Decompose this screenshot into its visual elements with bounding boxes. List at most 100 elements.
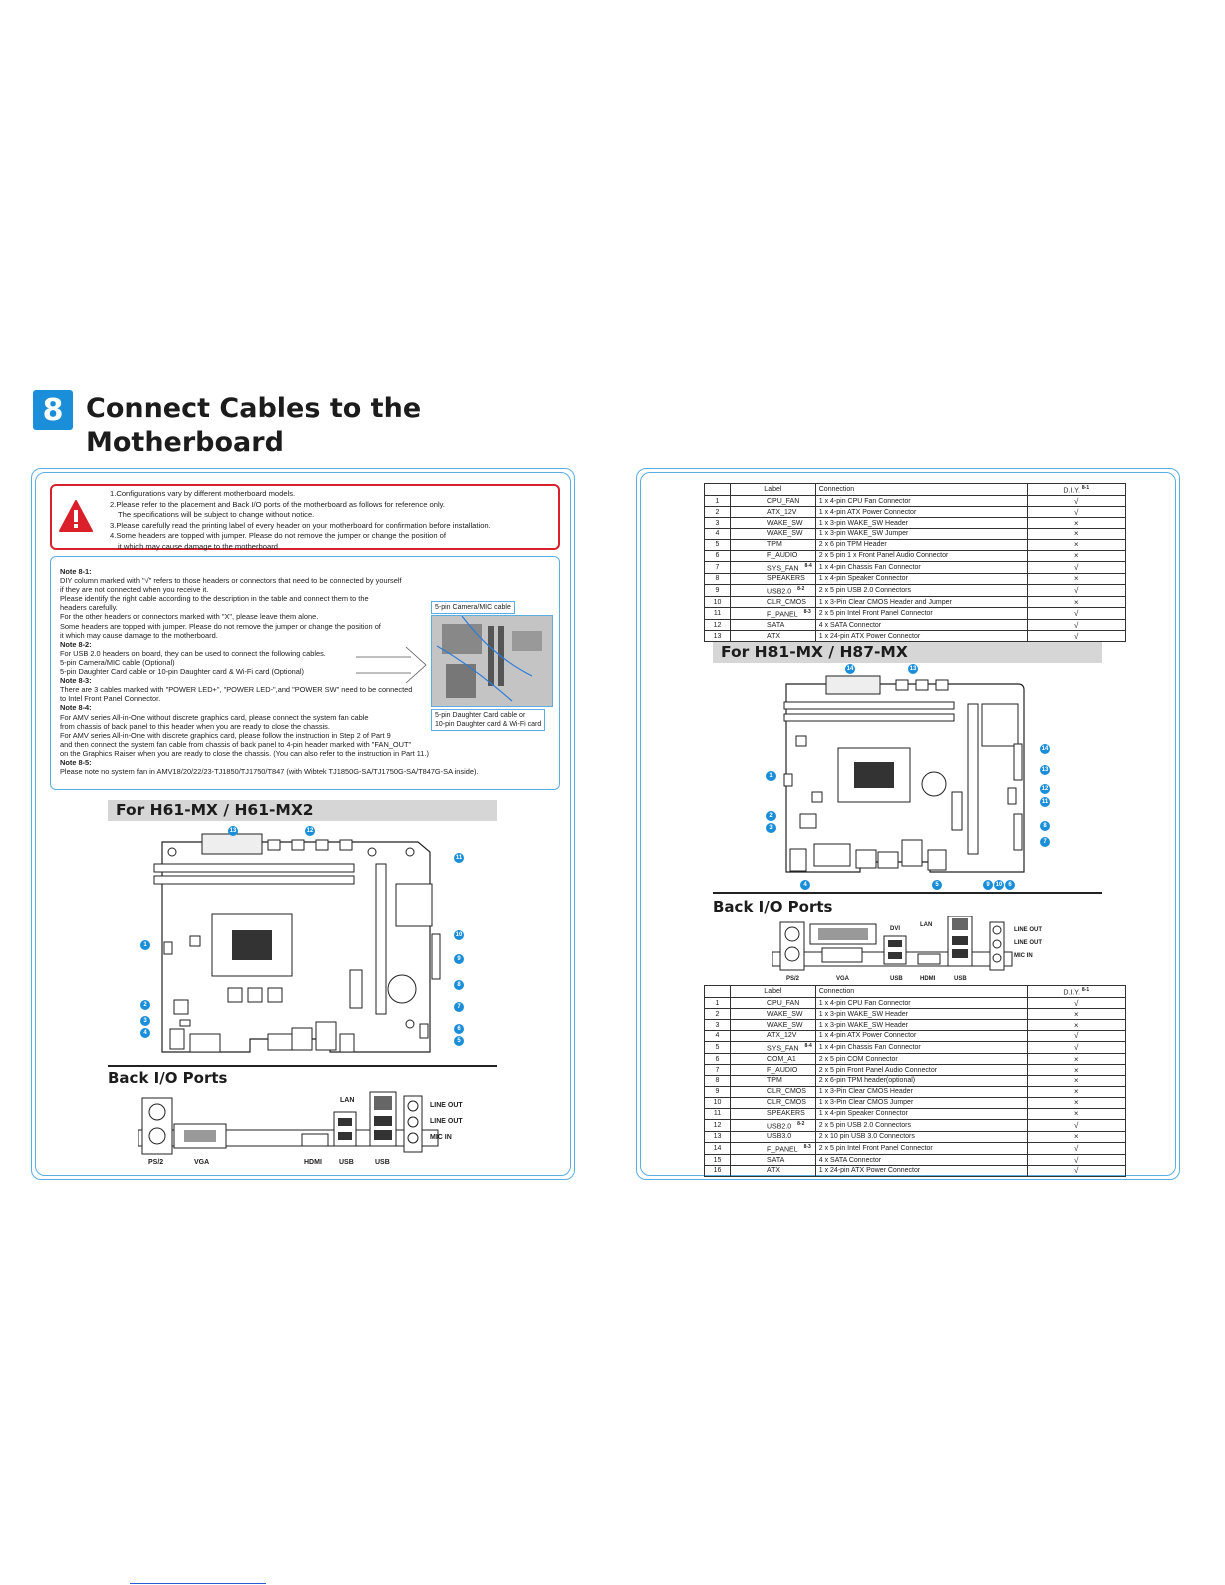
row-connection-cell: 1 x 3-pin WAKE_SW Header bbox=[814, 1019, 1028, 1031]
page-title: Connect Cables to the Motherboard bbox=[86, 392, 446, 460]
back-io-title-left: Back I/O Ports bbox=[108, 1069, 228, 1087]
row-diy-cell: × bbox=[1026, 1075, 1126, 1087]
row-diy-cell-text: × bbox=[1073, 1087, 1079, 1097]
row-number-cell: 7 bbox=[704, 1064, 731, 1076]
callout-marker: 13 bbox=[228, 826, 238, 836]
row-number-cell: 8 bbox=[704, 1075, 731, 1087]
table-header-cell: Label bbox=[730, 482, 816, 497]
row-number-cell: 13 bbox=[704, 1130, 731, 1143]
callout-marker: 7 bbox=[1040, 837, 1050, 847]
callout-marker: 11 bbox=[1040, 797, 1050, 807]
row-connection-cell: 2 x 6-pin TPM header(optional) bbox=[814, 1075, 1028, 1087]
note-line: For AMV series All-in-One with discrete … bbox=[60, 730, 391, 740]
row-diy-cell-text: × bbox=[1073, 1076, 1079, 1086]
table-header-cell bbox=[704, 482, 731, 497]
row-connection-cell: 1 x 4-pin ATX Power Connector bbox=[814, 1030, 1028, 1042]
camera-cable-label: 5-pin Camera/MIC cable bbox=[431, 601, 515, 614]
row-diy-cell: √ bbox=[1026, 560, 1126, 575]
note-ref: 8-1 bbox=[1081, 987, 1090, 993]
row-connection-cell: 2 x 5 pin USB 2.0 Connectors bbox=[814, 583, 1028, 598]
row-connection-cell: 2 x 5 pin USB 2.0 Connectors bbox=[814, 1118, 1028, 1132]
daughter-card-label: 5-pin Daughter Card cable or 10-pin Daug… bbox=[431, 709, 546, 731]
warning-line: 1.Configurations vary by different mothe… bbox=[110, 489, 296, 498]
row-diy-cell: √ bbox=[1026, 630, 1126, 643]
row-label-cell: ATX_12V bbox=[730, 1030, 816, 1042]
port-label-dvi: DVI bbox=[890, 926, 901, 932]
row-number-cell: 9 bbox=[704, 583, 731, 598]
row-label-cell-text: SPEAKERS bbox=[767, 1110, 805, 1118]
callout-marker: 14 bbox=[1040, 744, 1050, 754]
row-label-cell-text: SATA bbox=[767, 621, 785, 629]
row-label-cell: ATX bbox=[730, 630, 816, 643]
table-header-cell: Label bbox=[730, 984, 816, 999]
row-diy-cell-text: × bbox=[1073, 540, 1079, 550]
row-number-cell-text: 3 bbox=[715, 1021, 720, 1029]
row-connection-cell: 1 x 24-pin ATX Power Connector bbox=[814, 1165, 1028, 1177]
row-label-cell: SPEAKERS bbox=[730, 573, 816, 585]
row-diy-cell: × bbox=[1026, 1019, 1126, 1031]
cable-photo bbox=[431, 615, 553, 707]
motherboard-diagram-h81: 14 13 1 14 13 12 11 2 3 8 7 4 5 9 10 6 bbox=[760, 664, 1060, 892]
back-io-diagram-left: PS/2 VGA HDMI USB USB LAN LINE OUT LINE … bbox=[137, 1090, 478, 1170]
row-label-cell-text: SATA bbox=[767, 1156, 785, 1164]
callout-marker: 13 bbox=[1040, 765, 1050, 775]
row-label-cell: WAKE_SW bbox=[730, 528, 816, 540]
row-number-cell-text: 15 bbox=[713, 1156, 722, 1164]
row-diy-cell-text: × bbox=[1073, 1065, 1079, 1075]
row-label-cell: CLR_CMOS bbox=[730, 596, 816, 609]
left-panel-inner bbox=[35, 472, 571, 1176]
row-label-cell: ATX_12V bbox=[730, 506, 816, 519]
row-connection-cell-text: 1 x 4-pin Chassis Fan Connector bbox=[818, 563, 921, 571]
note-ref: 8-4 bbox=[804, 562, 812, 569]
row-connection-cell: 1 x 3-Pin Clear CMOS Header bbox=[814, 1085, 1028, 1098]
port-label-usb: USB bbox=[890, 976, 903, 982]
row-label-cell-text: SYS_FAN bbox=[767, 565, 799, 572]
row-label-cell-text: TPM bbox=[767, 541, 782, 549]
row-diy-cell-text: √ bbox=[1074, 1143, 1079, 1153]
table-header-cell: D.I.Y. 8-1 bbox=[1026, 984, 1126, 999]
note-line: and then connect the system fan cable fr… bbox=[60, 739, 412, 749]
row-diy-cell: × bbox=[1026, 573, 1126, 585]
row-connection-cell: 2 x 5 pin Intel Front Panel Connector bbox=[814, 607, 1028, 621]
row-number-cell-text: 6 bbox=[715, 552, 720, 560]
row-number-cell-text: 5 bbox=[715, 1044, 720, 1052]
row-number-cell: 13 bbox=[704, 630, 731, 643]
row-label-cell: CLR_CMOS bbox=[730, 1096, 816, 1109]
motherboard-h81-icon bbox=[783, 675, 1025, 873]
row-label-cell-text: WAKE_SW bbox=[767, 1010, 803, 1018]
row-diy-cell: × bbox=[1026, 1085, 1126, 1098]
callout-marker: 4 bbox=[800, 880, 810, 890]
table-header-row: Label Connection D.I.Y. 8-1 bbox=[704, 984, 1126, 999]
back-io-diagram-right: PS/2 VGA DVI USB HDMI USB LAN LINE OUT L… bbox=[771, 915, 1072, 986]
row-number-cell: 1 bbox=[704, 997, 731, 1010]
row-label-cell: ATX bbox=[730, 1165, 816, 1177]
row-connection-cell-text: 1 x 4-pin Speaker Connector bbox=[818, 1110, 908, 1118]
row-label-cell: SATA bbox=[730, 619, 816, 632]
row-diy-cell-text: × bbox=[1073, 1109, 1079, 1119]
row-label-cell: CPU_FAN bbox=[730, 997, 816, 1010]
row-label-cell-text: WAKE_SW bbox=[767, 519, 803, 527]
row-diy-cell: √ bbox=[1026, 1141, 1126, 1156]
row-connection-cell-text: 1 x 3-pin WAKE_SW Header bbox=[818, 1010, 908, 1018]
note-line: 5-pin Camera/MIC cable (Optional) bbox=[60, 657, 175, 667]
row-connection-cell-text: 4 x SATA Connector bbox=[818, 1156, 882, 1164]
row-connection-cell: 2 x 10 pin USB 3.0 Connectors bbox=[814, 1130, 1028, 1143]
table-header-cell: Connection bbox=[814, 984, 1028, 999]
row-diy-cell-text: × bbox=[1073, 518, 1079, 528]
port-label-lan: LAN bbox=[920, 922, 933, 928]
callout-marker: 12 bbox=[1040, 784, 1050, 794]
row-diy-cell-text: × bbox=[1073, 1098, 1079, 1108]
row-connection-cell: 1 x 4-pin CPU Fan Connector bbox=[814, 997, 1028, 1010]
row-connection-cell-text: 2 x 5 pin Intel Front Panel Connector bbox=[818, 610, 933, 618]
row-number-cell: 6 bbox=[704, 549, 731, 562]
